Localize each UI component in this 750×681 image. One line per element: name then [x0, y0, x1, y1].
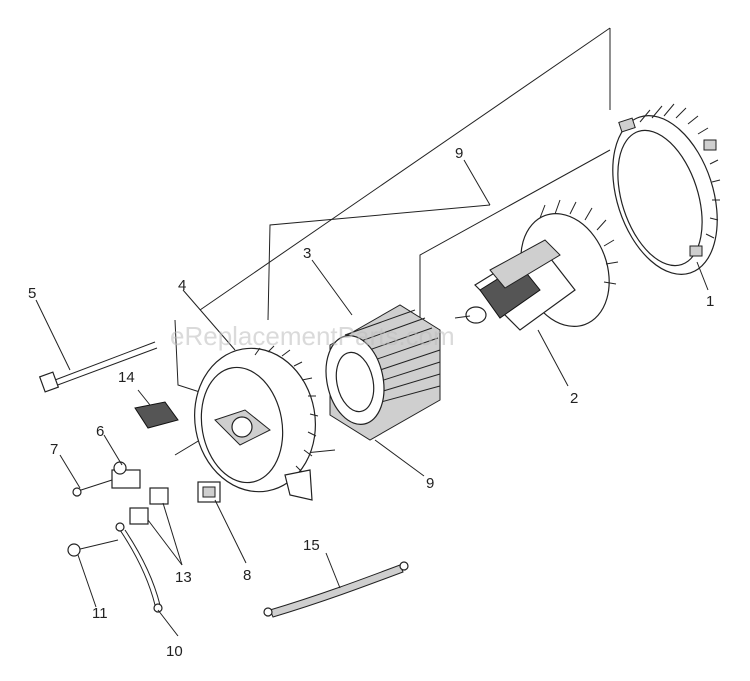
part-3-stator: [325, 304, 441, 441]
part-4-front-housing: [194, 345, 319, 501]
part-15-wire-harness: [263, 561, 409, 618]
callout-11: 11: [92, 605, 108, 622]
callout-4: 4: [178, 277, 186, 294]
callout-5: 5: [28, 285, 36, 302]
part-2-rotor: [454, 199, 619, 331]
watermark-text: eReplacementParts.com: [170, 321, 455, 351]
callout-leaders: [35, 159, 709, 637]
callout-6: 6: [96, 423, 104, 440]
part-8-module: [197, 481, 221, 503]
callout-9-lower: 9: [426, 475, 434, 492]
part-14-cover: [134, 401, 179, 429]
callout-14: 14: [118, 369, 135, 386]
callout-15: 15: [303, 537, 320, 554]
callout-7: 7: [50, 441, 58, 458]
callout-1: 1: [706, 293, 714, 310]
part-5-through-bolt: [38, 341, 158, 393]
callout-10: 10: [166, 643, 183, 660]
callout-2: 2: [570, 390, 578, 407]
callout-9-upper: 9: [455, 145, 463, 162]
callout-8: 8: [243, 567, 251, 584]
part-11-screw: [67, 539, 119, 557]
part-7-screw: [72, 479, 113, 497]
part-1-rear-housing: [612, 103, 721, 275]
part-6-brush-holder: [111, 461, 141, 489]
part-10-wire: [115, 522, 163, 613]
callout-13: 13: [175, 569, 192, 586]
part-13-brushes: [129, 487, 169, 525]
callout-3: 3: [303, 245, 311, 262]
